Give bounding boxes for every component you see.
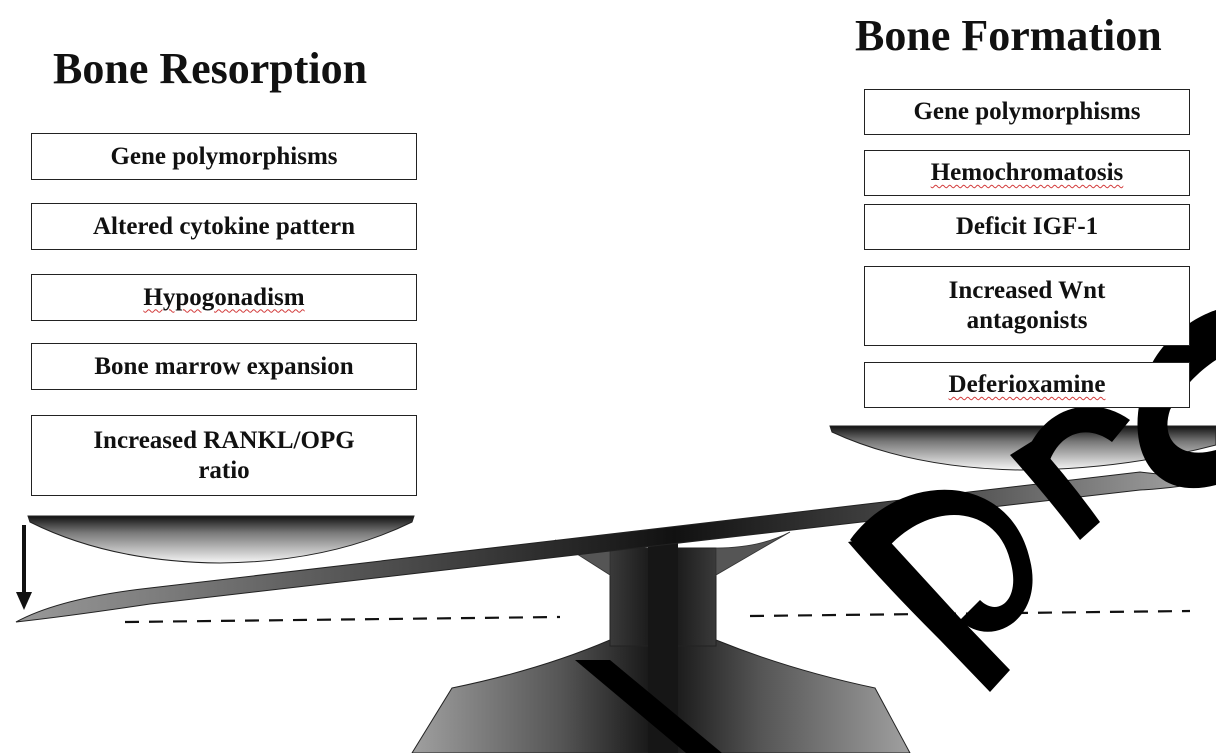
deferioxamine-label: Deferioxamine xyxy=(949,370,1106,400)
hypogonadism-label: Hypogonadism xyxy=(143,283,304,313)
formation-factor-box: Gene polymorphisms xyxy=(864,89,1190,135)
formation-factor-box: Hemochromatosis xyxy=(864,150,1190,196)
resorption-factor-box: Increased RANKL/OPG ratio xyxy=(31,415,417,496)
down-arrow-icon xyxy=(16,525,32,610)
left-pan xyxy=(28,516,414,563)
resorption-factor-box: Altered cytokine pattern xyxy=(31,203,417,250)
formation-factor-box: Deficit IGF-1 xyxy=(864,204,1190,250)
bone-resorption-title: Bone Resorption xyxy=(53,47,367,91)
resorption-factor-box: Hypogonadism xyxy=(31,274,417,321)
resorption-factor-box: Bone marrow expansion xyxy=(31,343,417,390)
left-dashed-line xyxy=(125,617,560,622)
formation-factor-box: Increased Wnt antagonists xyxy=(864,266,1190,346)
formation-factor-box: Deferioxamine xyxy=(864,362,1190,408)
bone-formation-title: Bone Formation xyxy=(855,14,1162,58)
resorption-factor-box: Gene polymorphisms xyxy=(31,133,417,180)
hemochromatosis-label: Hemochromatosis xyxy=(931,158,1124,188)
